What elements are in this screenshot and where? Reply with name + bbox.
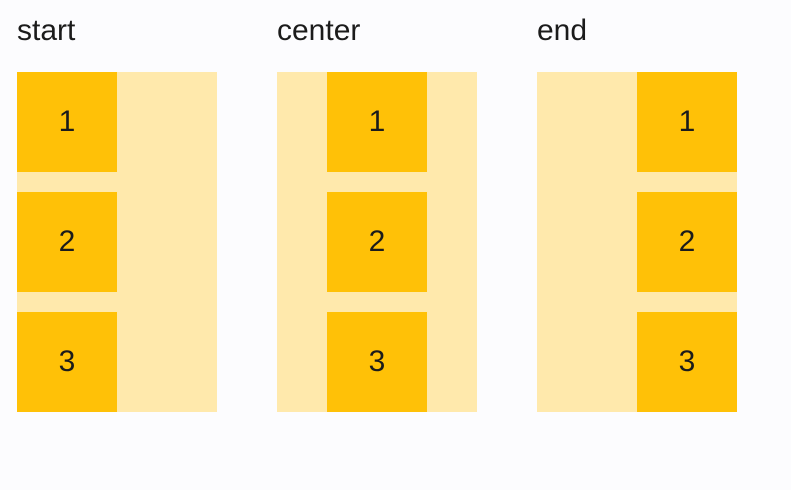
demo-end-container: 1 2 3 — [537, 72, 737, 412]
grid-item: 1 — [327, 72, 427, 172]
grid-item: 3 — [17, 312, 117, 412]
demo-start: start 1 2 3 — [17, 14, 217, 412]
demo-end-label: end — [537, 14, 588, 47]
demo-start-label: start — [17, 14, 76, 47]
alignment-demos: start 1 2 3 center 1 2 3 end 1 2 3 — [17, 14, 737, 412]
grid-item: 3 — [637, 312, 737, 412]
demo-center-container: 1 2 3 — [277, 72, 477, 412]
grid-item: 2 — [17, 192, 117, 292]
grid-item: 2 — [637, 192, 737, 292]
demo-center: center 1 2 3 — [277, 14, 477, 412]
grid-item: 1 — [637, 72, 737, 172]
demo-center-label: center — [277, 14, 361, 47]
grid-item: 3 — [327, 312, 427, 412]
grid-item: 1 — [17, 72, 117, 172]
grid-item: 2 — [327, 192, 427, 292]
demo-start-container: 1 2 3 — [17, 72, 217, 412]
demo-end: end 1 2 3 — [537, 14, 737, 412]
